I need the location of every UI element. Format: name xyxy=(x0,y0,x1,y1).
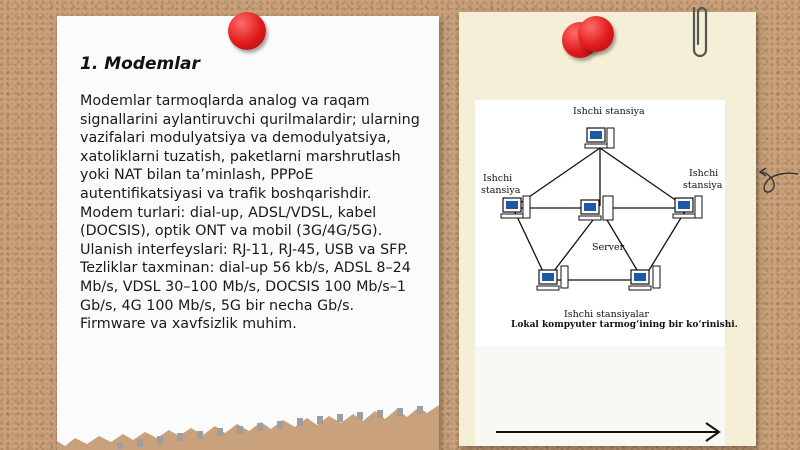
computer-icon xyxy=(628,265,661,291)
arrow-right-icon xyxy=(496,422,721,442)
label-left-workstation-line2: stansiya xyxy=(481,185,521,196)
label-bottom-workstations: Ishchi stansiyalar xyxy=(564,309,649,320)
network-diagram xyxy=(475,100,725,346)
computer-icon xyxy=(500,195,531,219)
label-right-workstation-line2: stansiya xyxy=(683,180,723,191)
push-pin-icon xyxy=(578,16,614,52)
diagram-caption: Lokal kompyuter tarmog‘ining bir ko‘rini… xyxy=(511,320,738,330)
curl-arrow-icon xyxy=(758,167,799,193)
slide-title: 1. Modemlar xyxy=(80,54,200,74)
label-left-workstation-line1: Ishchi xyxy=(483,173,513,184)
computer-icon xyxy=(578,195,614,221)
label-top-workstation: Ishchi stansiya xyxy=(573,106,645,117)
push-pin-icon xyxy=(228,12,266,50)
computer-icon xyxy=(672,195,703,219)
label-right-workstation-line1: Ishchi xyxy=(689,168,719,179)
paperclip-icon xyxy=(692,6,708,58)
computer-icon xyxy=(536,265,569,291)
slide-body-text: Modemlar tarmoqlarda analog va raqam sig… xyxy=(80,93,420,333)
computer-icon xyxy=(584,127,615,149)
torn-paper-edge xyxy=(57,405,439,450)
label-server: Server xyxy=(592,242,625,253)
note-card-left xyxy=(57,16,439,450)
lower-paper-area xyxy=(475,346,725,446)
network-diagram-graphic xyxy=(500,127,703,291)
